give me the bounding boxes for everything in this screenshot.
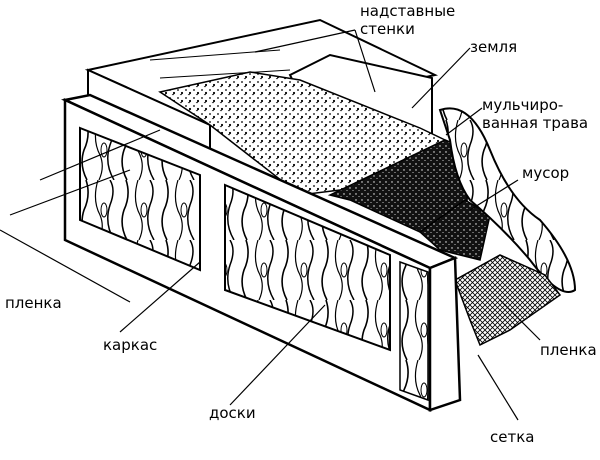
label-boards: доски (209, 404, 256, 422)
leader-lines (0, 29, 541, 421)
mesh-surface (454, 254, 562, 347)
label-extension-walls-line1: надставные (360, 2, 455, 20)
label-frame: каркас (103, 336, 157, 354)
label-mesh: сетка (490, 428, 534, 446)
label-debris: мусор (522, 164, 569, 182)
label-film-right: пленка (540, 341, 597, 359)
label-mulched-grass-line2: ванная трава (482, 114, 588, 132)
film-right-surface (438, 107, 577, 293)
label-extension-walls-line2: стенки (360, 20, 415, 38)
wooden-frame (60, 93, 462, 412)
label-mulched-grass-line1: мульчиро- (482, 96, 563, 114)
label-film-left: пленка (5, 294, 62, 312)
debris-block (327, 139, 491, 261)
label-soil: земля (470, 38, 517, 56)
